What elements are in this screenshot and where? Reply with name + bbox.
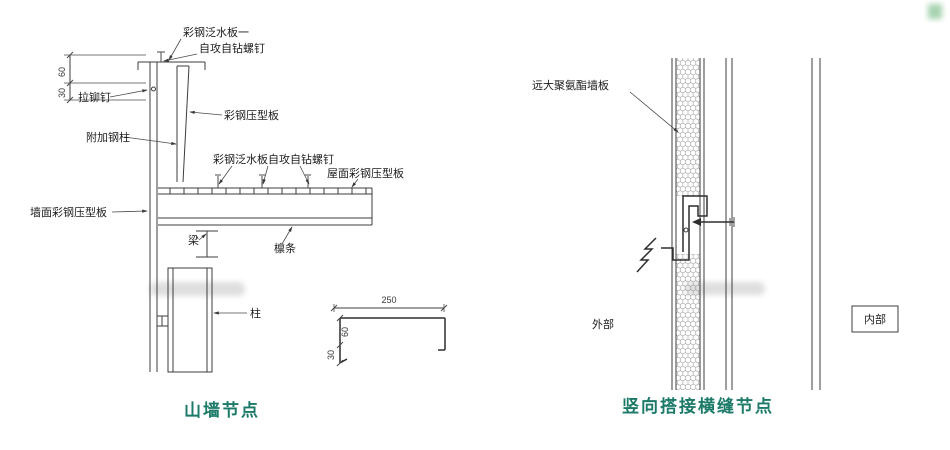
label-roof-flashing-screw: 彩钢泛水板自攻自钻螺钉: [213, 152, 334, 166]
break-squiggle: [636, 237, 657, 273]
left-caption: 山墙节点: [184, 400, 260, 420]
label-column: 柱: [250, 306, 261, 320]
label-wall-sheet: 墙面彩钢压型板: [30, 205, 107, 219]
watermark-smudge: [150, 282, 245, 296]
right-caption: 竖向搭接横缝节点: [622, 396, 774, 416]
label-added-steel-column: 附加钢柱: [86, 130, 130, 144]
label-rivet: 拉铆钉: [78, 90, 111, 104]
label-roof-sheet: 屋面彩钢压型板: [327, 166, 404, 180]
dim-flashing-hook: 30: [326, 350, 336, 360]
watermark-smudge: [685, 282, 765, 295]
dim-wall-top-height: 60: [57, 67, 67, 77]
leader-line: [629, 91, 679, 133]
leader-lines: [109, 38, 359, 315]
label-purlin: 檩条: [274, 241, 296, 255]
interior-label-box: 内部: [851, 305, 899, 333]
label-top-flashing: 彩钢泛水板一: [183, 25, 249, 39]
top-left-dimensions: 60 30: [57, 51, 146, 104]
flashing-profile-detail: 250 60 30: [326, 295, 448, 367]
seam-clip-detail: [636, 195, 735, 273]
label-top-screw: 自攻自钻螺钉: [199, 41, 265, 55]
screw-symbol: [692, 217, 735, 227]
label-profiled-sheet: 彩钢压型板: [224, 108, 279, 122]
gable-wall-detail-drawing: 60 30 彩钢泛水板一 自攻自钻螺钉 拉铆钉 彩钢压型板 附加钢柱 彩钢泛水板…: [30, 25, 448, 420]
beam-section-lines: [196, 230, 218, 258]
label-panel: 远大聚氨酯墙板: [532, 78, 609, 92]
label-beam: 梁: [188, 233, 199, 247]
lap-seam-detail-drawing: 远大聚氨酯墙板 外部 内部 竖向搭接横缝节点: [532, 4, 942, 416]
wall-assembly-lines: [137, 51, 206, 372]
column-section-lines: [167, 267, 213, 373]
inner-liner-lines: [725, 58, 733, 390]
label-exterior: 外部: [592, 317, 614, 331]
roof-assembly-lines: [158, 174, 373, 226]
interior-wall-lines: [811, 58, 821, 390]
dim-flashing-width: 250: [381, 295, 396, 305]
roof-screw-symbols: [215, 174, 311, 188]
logo-fragment: [928, 4, 942, 19]
dim-wall-top-offset: 30: [57, 88, 67, 98]
dim-flashing-drop: 60: [340, 327, 350, 337]
label-interior: 内部: [864, 312, 886, 326]
